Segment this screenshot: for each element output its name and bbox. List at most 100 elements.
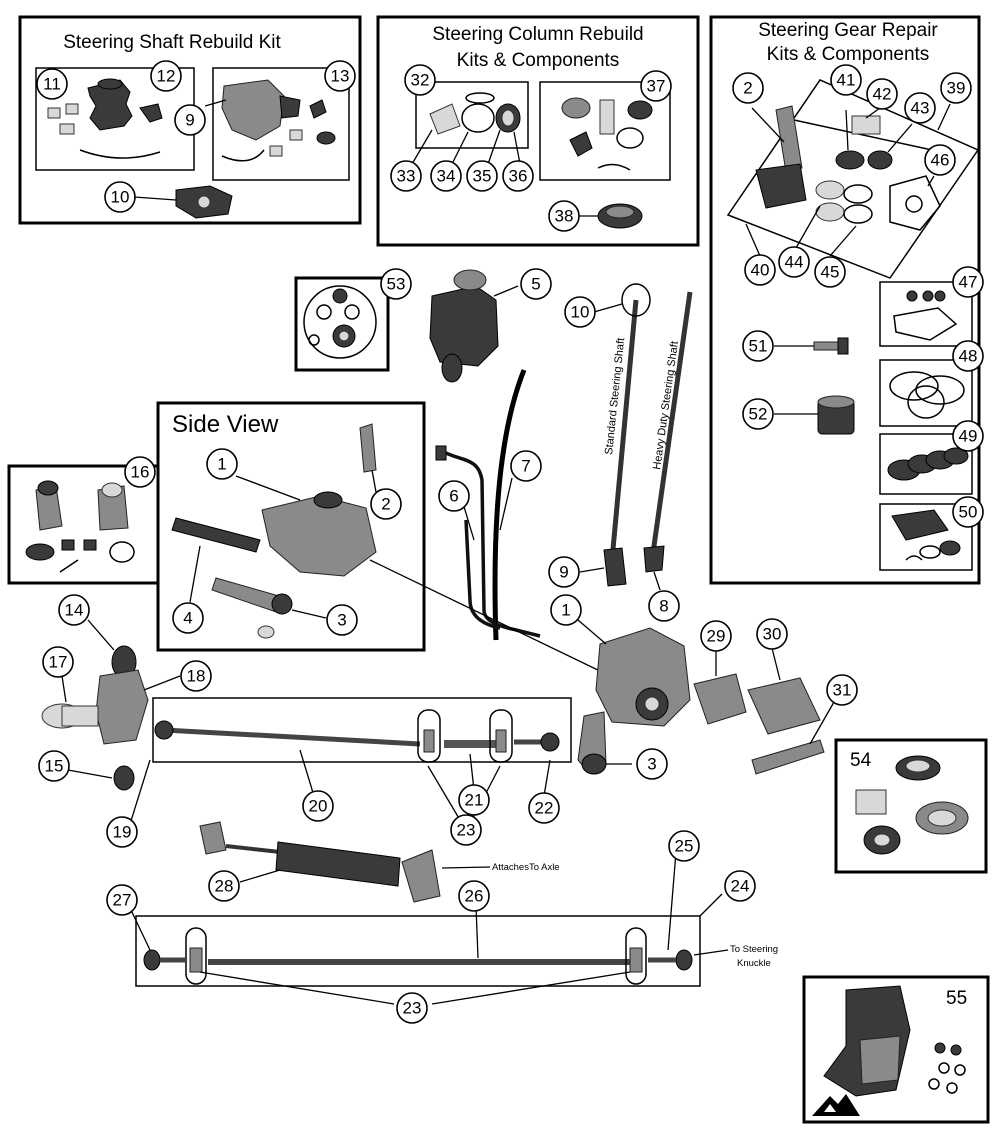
- svg-text:6: 6: [449, 487, 458, 506]
- callout-2-side: 2: [370, 488, 402, 520]
- svg-text:39: 39: [947, 79, 966, 98]
- callout-3-main: 3: [636, 748, 668, 780]
- callout-41: 41: [830, 64, 862, 96]
- svg-text:18: 18: [187, 667, 206, 686]
- callout-22: 22: [528, 792, 560, 824]
- bracket-31-part: [751, 739, 825, 775]
- svg-text:15: 15: [45, 757, 64, 776]
- svg-text:50: 50: [959, 503, 978, 522]
- callout-20: 20: [302, 790, 334, 822]
- steering-gear-title-2: Kits & Components: [767, 44, 930, 65]
- svg-text:3: 3: [337, 611, 346, 630]
- steering-column-title-2: Kits & Components: [457, 50, 620, 71]
- attaches-to-axle-label: AttachesTo Axle: [492, 862, 560, 873]
- svg-text:30: 30: [763, 625, 782, 644]
- callout-40: 40: [744, 254, 776, 286]
- callout-12: 12: [150, 60, 182, 92]
- callout-48: 48: [952, 340, 984, 372]
- sector-shaft-part: [755, 105, 807, 209]
- callout-1-side: 1: [206, 448, 238, 480]
- svg-text:11: 11: [43, 75, 61, 94]
- callout-11: 11: [36, 68, 68, 100]
- svg-text:17: 17: [49, 653, 68, 672]
- to-steering-label-2: Knuckle: [737, 958, 771, 969]
- steering-shaft-kit-title: Steering Shaft Rebuild Kit: [63, 32, 281, 53]
- steering-shafts: Standard Steering Shaft Heavy Duty Steer…: [603, 283, 693, 587]
- callout-49: 49: [952, 420, 984, 452]
- svg-text:25: 25: [675, 837, 694, 856]
- callout-46: 46: [924, 144, 956, 176]
- svg-text:45: 45: [821, 263, 840, 282]
- svg-text:37: 37: [647, 77, 666, 96]
- callout-23-mid: 23: [450, 814, 482, 846]
- callout-10-top: 10: [104, 181, 136, 213]
- callout-33: 33: [390, 160, 422, 192]
- callout-2-top: 2: [732, 72, 764, 104]
- svg-text:38: 38: [555, 207, 574, 226]
- svg-text:32: 32: [411, 71, 430, 90]
- svg-text:35: 35: [473, 167, 492, 186]
- callout-31: 31: [826, 674, 858, 706]
- steering-column-title-1: Steering Column Rebuild: [432, 24, 643, 45]
- pitman-arm-part: [577, 711, 607, 775]
- steering-column-panel: Steering Column Rebuild Kits & Component…: [376, 15, 700, 247]
- steering-gear-box-part: [261, 491, 377, 577]
- svg-text:13: 13: [331, 67, 350, 86]
- svg-text:12: 12: [157, 67, 176, 86]
- callout-3-side: 3: [326, 604, 358, 636]
- svg-text:24: 24: [731, 877, 750, 896]
- callout-21: 21: [458, 784, 490, 816]
- svg-text:3: 3: [647, 755, 656, 774]
- svg-text:52: 52: [749, 405, 768, 424]
- callout-17: 17: [42, 646, 74, 678]
- side-view-title: Side View: [172, 411, 279, 438]
- cv-housing-part: [221, 79, 301, 141]
- to-steering-label-1: To Steering: [730, 944, 778, 955]
- svg-text:46: 46: [931, 151, 950, 170]
- callout-18: 18: [180, 660, 212, 692]
- seal-kit-53-panel: [294, 276, 390, 372]
- svg-text:14: 14: [65, 601, 84, 620]
- callout-51: 51: [742, 330, 774, 362]
- callout-55: 55: [946, 988, 967, 1009]
- callout-43: 43: [904, 92, 936, 124]
- svg-text:28: 28: [215, 877, 234, 896]
- svg-text:20: 20: [309, 797, 328, 816]
- svg-text:27: 27: [113, 891, 132, 910]
- power-steering-pump-part: [429, 269, 499, 383]
- callout-24: 24: [724, 870, 756, 902]
- mountain-logo-icon: [812, 1094, 860, 1116]
- svg-text:42: 42: [873, 85, 892, 104]
- callout-29: 29: [700, 620, 732, 652]
- callout-34: 34: [430, 160, 462, 192]
- callout-36: 36: [502, 160, 534, 192]
- steering-knuckle-part: [41, 645, 149, 791]
- bracket-30-part: [747, 677, 821, 735]
- callout-9-top: 9: [174, 104, 206, 136]
- callout-8: 8: [648, 590, 680, 622]
- callout-35: 35: [466, 160, 498, 192]
- rubber-boot-part: [87, 78, 133, 131]
- svg-text:21: 21: [465, 791, 484, 810]
- svg-text:19: 19: [113, 823, 132, 842]
- svg-text:22: 22: [535, 799, 554, 818]
- callout-layer: 11 12 13 9 10 32 37 33 34 35 36 38 2 41 …: [36, 60, 984, 1024]
- tie-rod-panel: [152, 697, 572, 763]
- ball-joint-kit-16-panel: [7, 464, 160, 585]
- callout-52: 52: [742, 398, 774, 430]
- callout-14: 14: [58, 594, 90, 626]
- callout-42: 42: [866, 78, 898, 110]
- needle-bearing-part: [817, 395, 855, 435]
- callout-13: 13: [324, 60, 356, 92]
- svg-text:34: 34: [437, 167, 456, 186]
- drag-link-panel: To Steering Knuckle: [135, 915, 778, 987]
- svg-text:36: 36: [509, 167, 528, 186]
- callout-53: 53: [380, 268, 412, 300]
- svg-text:16: 16: [131, 463, 150, 482]
- svg-text:47: 47: [959, 273, 978, 292]
- svg-text:10: 10: [111, 188, 130, 207]
- callout-54: 54: [850, 750, 872, 771]
- svg-text:51: 51: [749, 337, 768, 356]
- callout-38: 38: [548, 200, 580, 232]
